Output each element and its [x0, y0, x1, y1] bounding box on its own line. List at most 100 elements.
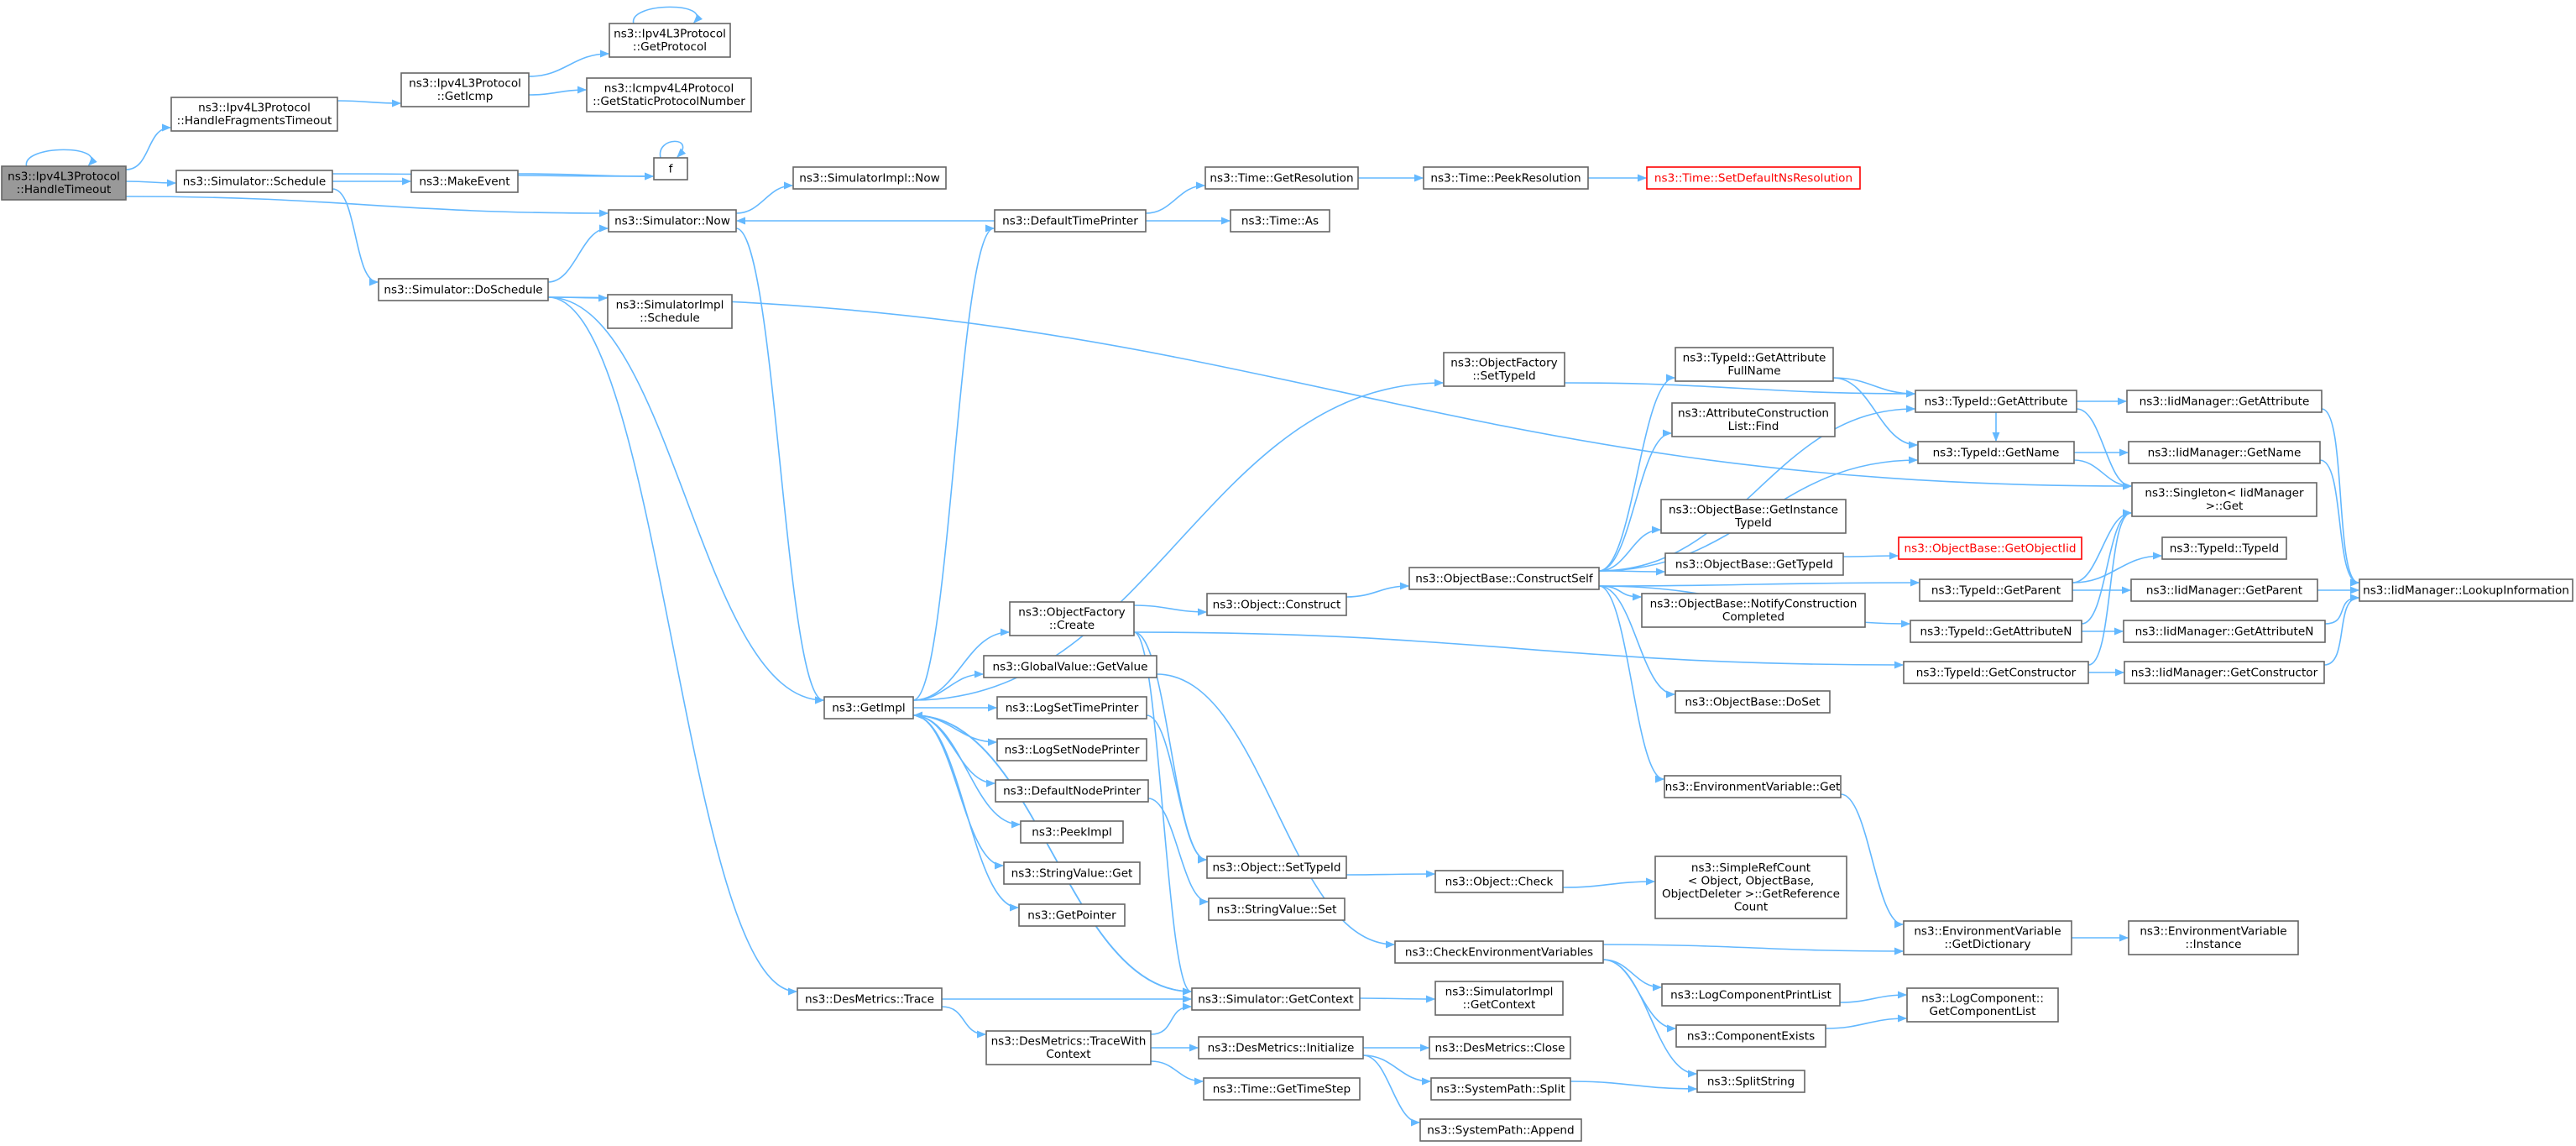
function-node-simimplsched[interactable]: ns3::SimulatorImpl::Schedule [607, 294, 733, 329]
node-box [1675, 690, 1831, 714]
edge-line [1562, 877, 1656, 888]
node-label: ::GetIcmp [437, 90, 494, 103]
edge-getimpl-to-ofcreate [912, 628, 1011, 701]
function-node-f[interactable]: f [653, 157, 688, 181]
function-node-peekimpl[interactable]: ns3::PeekImpl [1020, 820, 1124, 844]
node-box [1898, 536, 2082, 560]
node-box [1915, 390, 2077, 413]
function-node-getname[interactable]: ns3::TypeId::GetName [1917, 441, 2075, 464]
function-node-gettimestep[interactable]: ns3::Time::GetTimeStep [1203, 1077, 1361, 1101]
function-node-simgetctx[interactable]: ns3::Simulator::GetContext [1191, 987, 1361, 1011]
function-node-objcheck[interactable]: ns3::Object::Check [1434, 870, 1564, 893]
function-node-envget[interactable]: ns3::EnvironmentVariable::Get [1664, 775, 1842, 798]
function-node-logcpl[interactable]: ns3::LogComponentPrintList [1661, 983, 1841, 1007]
function-node-obgettid[interactable]: ns3::ObjectBase::GetTypeId [1664, 552, 1844, 576]
function-node-logsettp[interactable]: ns3::LogSetTimePrinter [996, 696, 1147, 720]
function-node-notifycc[interactable]: ns3::ObjectBase::NotifyConstructionCompl… [1641, 593, 1866, 628]
function-node-spsplit[interactable]: ns3::SystemPath::Split [1430, 1077, 1571, 1101]
function-node-checkenv[interactable]: ns3::CheckEnvironmentVariables [1394, 940, 1604, 964]
node-label: ns3::Time::GetTimeStep [1213, 1082, 1351, 1096]
function-node-getpointer[interactable]: ns3::GetPointer [1018, 903, 1126, 927]
edge-line [1362, 1054, 1432, 1086]
edge-line [912, 714, 1020, 912]
function-node-splitstring[interactable]: ns3::SplitString [1696, 1070, 1805, 1093]
function-node-logsetnp[interactable]: ns3::LogSetNodePrinter [996, 738, 1147, 761]
function-node-spappend[interactable]: ns3::SystemPath::Append [1419, 1118, 1582, 1142]
function-node-singleton[interactable]: ns3::Singleton< IidManager>::Get [2131, 482, 2317, 517]
function-node-simnow[interactable]: ns3::Simulator::Now [608, 209, 737, 233]
function-node-schedule[interactable]: ns3::Simulator::Schedule [175, 170, 333, 193]
function-node-lookup[interactable]: ns3::IidManager::LookupInformation [2359, 578, 2573, 602]
function-node-gvgetvalue[interactable]: ns3::GlobalValue::GetValue [983, 655, 1157, 678]
edge-f-to-f [659, 140, 687, 159]
function-node-iidgetname[interactable]: ns3::IidManager::GetName [2128, 441, 2321, 464]
function-node-desmtrace[interactable]: ns3::DesMetrics::Trace [797, 987, 943, 1011]
function-node-constructself[interactable]: ns3::ObjectBase::ConstructSelf [1408, 567, 1600, 590]
function-node-desminit[interactable]: ns3::DesMetrics::Initialize [1198, 1036, 1364, 1060]
edge-doschedule-to-singleton [547, 296, 2133, 490]
function-node-ofsettid[interactable]: ns3::ObjectFactory::SetTypeId [1443, 352, 1565, 387]
function-node-simimplgetctx[interactable]: ns3::SimulatorImpl::GetContext [1434, 981, 1564, 1016]
function-node-tidtid[interactable]: ns3::TypeId::TypeId [2161, 536, 2287, 560]
node-box [1906, 987, 2059, 1023]
edge-simnow-to-getimpl [735, 228, 825, 704]
function-node-getattr[interactable]: ns3::TypeId::GetAttribute [1915, 390, 2077, 413]
function-node-ofcreate[interactable]: ns3::ObjectFactory::Create [1009, 601, 1135, 636]
node-box [2130, 578, 2318, 602]
function-node-simimplnow[interactable]: ns3::SimulatorImpl::Now [792, 166, 947, 190]
function-node-setdefres[interactable]: ns3::Time::SetDefaultNsResolution [1646, 166, 1861, 190]
edge-line [1362, 1054, 1421, 1127]
function-node-iidgetctor[interactable]: ns3::IidManager::GetConstructor [2124, 661, 2325, 684]
function-node-desmclose[interactable]: ns3::DesMetrics::Close [1429, 1036, 1571, 1060]
function-node-objconstruct[interactable]: ns3::Object::Construct [1206, 593, 1347, 616]
function-node-getimpl[interactable]: ns3::GetImpl [823, 696, 914, 720]
function-node-iidgetattr[interactable]: ns3::IidManager::GetAttribute [2126, 390, 2323, 413]
function-node-hft[interactable]: ns3::Ipv4L3Protocol::HandleFragmentsTime… [170, 97, 338, 132]
node-label: ns3::GlobalValue::GetValue [993, 660, 1148, 673]
function-node-logcgcl[interactable]: ns3::LogComponent::GetComponentList [1906, 987, 2059, 1023]
node-label: ::SetTypeId [1472, 369, 1535, 383]
function-node-getparent[interactable]: ns3::TypeId::GetParent [1919, 578, 2073, 602]
node-box [996, 696, 1147, 720]
function-node-svget[interactable]: ns3::StringValue::Get [1003, 861, 1141, 885]
edge-getparent-to-tidtid [2072, 552, 2163, 583]
function-node-makeevent[interactable]: ns3::MakeEvent [410, 170, 519, 193]
function-node-dodset[interactable]: ns3::ObjectBase::DoSet [1675, 690, 1831, 714]
node-label: ns3::StringValue::Set [1217, 903, 1337, 916]
function-node-getres[interactable]: ns3::Time::GetResolution [1204, 166, 1359, 190]
function-node-dtp[interactable]: ns3::DefaultTimePrinter [994, 209, 1147, 233]
function-node-getobjtid[interactable]: ns3::ObjectBase::GetObjectIid [1898, 536, 2082, 560]
function-node-envinst[interactable]: ns3::EnvironmentVariable::Instance [2128, 920, 2299, 955]
function-node-geticmp[interactable]: ns3::Ipv4L3Protocol::GetIcmp [400, 72, 530, 107]
function-node-peekres[interactable]: ns3::Time::PeekResolution [1423, 166, 1589, 190]
function-node-icmpnum[interactable]: ns3::Icmpv4L4Protocol::GetStaticProtocol… [586, 77, 752, 113]
function-node-envdict[interactable]: ns3::EnvironmentVariable::GetDictionary [1903, 920, 2072, 955]
node-label: f [669, 162, 674, 175]
function-node-objsettid[interactable]: ns3::Object::SetTypeId [1206, 856, 1347, 879]
function-node-dnp[interactable]: ns3::DefaultNodePrinter [995, 779, 1149, 803]
function-node-iidgetattrn[interactable]: ns3::IidManager::GetAttributeN [2123, 620, 2326, 643]
function-node-getctor[interactable]: ns3::TypeId::GetConstructor [1903, 661, 2089, 684]
edge-iidgetctor-to-lookup [2323, 594, 2360, 666]
edge-getimpl-to-gvgetvalue [912, 670, 985, 701]
node-box [1675, 347, 1834, 382]
function-node-getproto[interactable]: ns3::Ipv4L3Protocol::GetProtocol [609, 23, 731, 58]
function-node-doschedule[interactable]: ns3::Simulator::DoSchedule [378, 278, 549, 301]
edge-line [912, 714, 1022, 829]
function-node-refcount[interactable]: ns3::SimpleRefCount< Object, ObjectBase,… [1654, 856, 1847, 919]
edge-constructself-to-getparent [1598, 578, 1920, 587]
function-node-timeas[interactable]: ns3::Time::As [1230, 209, 1330, 233]
edge-line [1150, 1002, 1193, 1035]
function-node-svset[interactable]: ns3::StringValue::Set [1208, 897, 1345, 921]
edge-line [1156, 673, 1396, 949]
function-node-iidgetparent[interactable]: ns3::IidManager::GetParent [2130, 578, 2318, 602]
node-box [1664, 552, 1844, 576]
function-node-getattrn[interactable]: ns3::TypeId::GetAttributeN [1910, 620, 2082, 643]
edge-getimpl-to-getpointer [912, 714, 1020, 912]
function-node-root[interactable]: ns3::Ipv4L3Protocol::HandleTimeout [1, 165, 127, 201]
function-node-compexists[interactable]: ns3::ComponentExists [1675, 1024, 1826, 1048]
